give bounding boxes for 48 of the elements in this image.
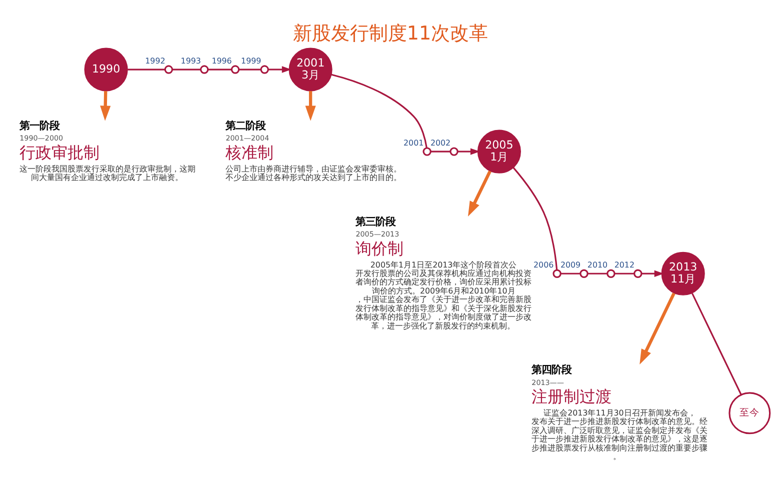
- node-circle: 2005 1月: [477, 129, 521, 173]
- node-circle: [230, 64, 240, 74]
- arrow: [468, 170, 492, 216]
- arrow: [268, 66, 292, 72]
- node-label: 2012: [614, 260, 634, 270]
- node-circle: [606, 268, 616, 278]
- connector: [172, 68, 201, 70]
- connector: [588, 272, 608, 274]
- arrow: [305, 90, 316, 120]
- node-label: 2006: [534, 260, 554, 270]
- node-text: 第二阶段 2001—2004 核准制 公司上市由券商进行辅导，由证监会发审委审核。不少企业通过各种形式的攻关达到了上市的目的。: [226, 119, 402, 182]
- node-circle: [200, 64, 209, 74]
- node-label: 2010: [587, 260, 608, 270]
- node-label: 2001: [404, 138, 424, 148]
- connector: [128, 68, 165, 70]
- node-label: 1999: [241, 56, 262, 66]
- connector: [614, 272, 634, 274]
- node-circle: 1990: [84, 47, 128, 91]
- connector: [238, 68, 261, 70]
- arrow: [100, 90, 111, 120]
- arrow: [640, 292, 676, 364]
- node-label: 1992: [145, 56, 166, 66]
- node-circle: [552, 268, 562, 278]
- node-circle: [450, 146, 458, 156]
- connector: [560, 272, 580, 274]
- arrow: [642, 270, 664, 276]
- node-circle: 至今: [728, 392, 771, 434]
- connector: [512, 166, 558, 270]
- node-label: 2009: [560, 260, 581, 270]
- node-text: 第三阶段 2005—2013 询价制 2005年1月1日至2013年这个阶段首次公开发行股票的公司及其保荐机构应通过向机构投资者询价的方式确定发行价格，询价应采用累计投标询价的方式。2009年6月和2010年10月，中国证监会发布了《关于进一步改革和完善新股发行体制改革的指导意见》和《关于深化新股发行体制改革的指导意见》，对询价制度做了进一步改革，进一步强化了新股发行的约束机制。: [356, 215, 532, 330]
- node-circle: [164, 64, 174, 74]
- node-text: 第四阶段 2013—— 注册制过渡 证监会2013年11月30日召开新闻发布会，发布关于进一步推进新股发行体制改革的意见。经深入调研、广泛听取意见，证监会制定并发布《关于进一步推进新股发行体制改革的意见》，这是逐步推进股票发行从核准制向注册制过渡的重要步骤。: [532, 364, 708, 461]
- node-circle: 2013 11月: [661, 251, 705, 295]
- node-circle: 2001 3月: [288, 47, 332, 91]
- node-text: 第一阶段 1990—2000 行政审批制 这一阶段我国股票发行采取的是行政审批制，这期间大量国有企业通过改制完成了上市融资。: [20, 119, 196, 182]
- node-circle: [422, 146, 432, 156]
- node-label: 2002: [430, 138, 451, 148]
- arrow: [458, 148, 480, 154]
- connector: [208, 68, 232, 70]
- diagram-title: 新股发行制度11次改革: [292, 22, 488, 44]
- connector: [430, 150, 450, 152]
- node-label: 1996: [212, 56, 232, 66]
- node-circle: [260, 64, 269, 74]
- connector: [331, 73, 428, 148]
- connector: [691, 292, 742, 395]
- node-circle: [580, 268, 588, 278]
- node-label: 1993: [180, 56, 201, 66]
- node-circle: [634, 268, 642, 278]
